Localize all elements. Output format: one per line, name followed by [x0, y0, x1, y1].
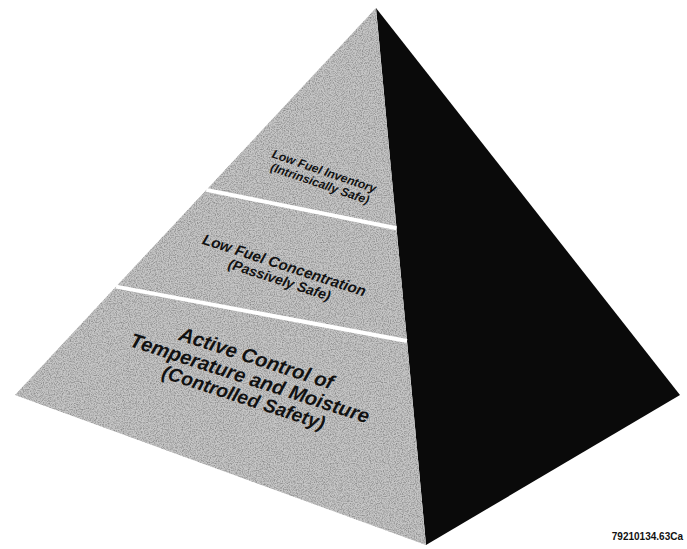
band-subtitle: (Intrinsically Safe) [247, 154, 393, 215]
band-divider [116, 287, 407, 341]
band-heading: Low Fuel Inventory [251, 142, 397, 203]
figure-number: 79210134.63Ca [612, 531, 683, 542]
band-subtitle: (Passively Safe) [182, 242, 377, 318]
band-divider [206, 190, 396, 228]
speckle-texture [15, 287, 426, 545]
pyramid-dark-face [376, 8, 680, 545]
speckle-texture [116, 190, 407, 341]
band-heading: Active Control of Temperature and Moistu… [113, 305, 392, 431]
band-subtitle: (Controlled Safety) [107, 345, 379, 450]
band-heading: Low Fuel Concentration [187, 227, 382, 304]
band-text: Low Fuel Inventory(Intrinsically Safe) [247, 142, 397, 215]
pyramid-light-face [15, 8, 426, 545]
band-text: Active Control of Temperature and Moistu… [107, 305, 392, 450]
band-text: Low Fuel Concentration(Passively Safe) [182, 227, 382, 318]
speckle-texture [206, 8, 396, 228]
